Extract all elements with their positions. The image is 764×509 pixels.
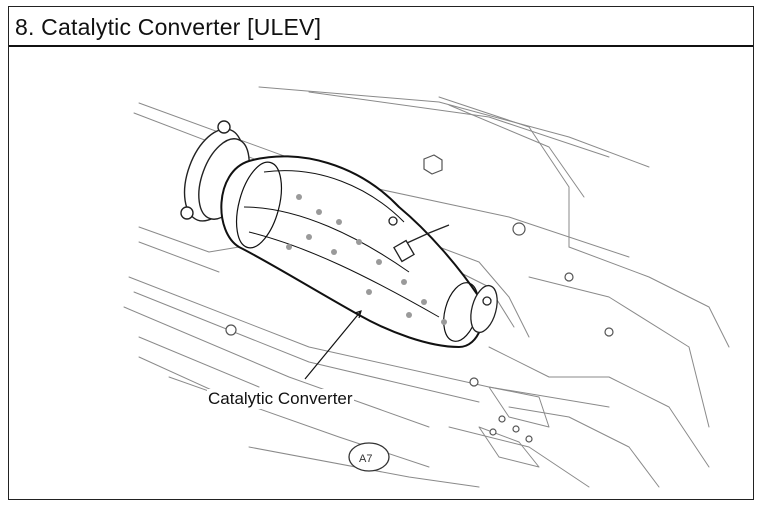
bracket-right xyxy=(438,246,530,338)
body-panel-right-2 xyxy=(448,104,585,198)
body-panel-top xyxy=(258,86,650,168)
bolt-icon xyxy=(498,415,506,423)
right-structure-4 xyxy=(508,406,660,488)
catalytic-converter-illustration: A7 xyxy=(123,86,730,488)
mount-box xyxy=(488,386,550,428)
a7-badge-icon xyxy=(348,442,390,472)
bottom-rail xyxy=(248,446,480,488)
right-structure-5 xyxy=(448,426,590,488)
bolt-icon xyxy=(604,327,614,337)
rear-flange xyxy=(470,284,498,334)
bolt-icon xyxy=(469,377,479,387)
right-structure-1 xyxy=(568,246,730,348)
bolt-icon xyxy=(512,425,520,433)
floor-line-3 xyxy=(123,306,430,428)
bolt-icon xyxy=(512,222,526,236)
right-structure-3 xyxy=(488,346,710,468)
bolt-icon xyxy=(225,324,237,336)
floor-line-1 xyxy=(128,276,610,408)
right-structure-2 xyxy=(528,276,710,428)
mount-box-2 xyxy=(478,426,540,468)
a7-badge-text: A7 xyxy=(359,453,372,465)
oxygen-sensor xyxy=(388,216,450,263)
figure-frame: 8. Catalytic Converter [ULEV] xyxy=(8,6,754,500)
diagram-area: A7 Catalytic Converter xyxy=(9,47,753,499)
title-bar: 8. Catalytic Converter [ULEV] xyxy=(9,7,753,47)
floor-line-2 xyxy=(133,291,480,403)
heat-shield-texture xyxy=(286,194,447,325)
bolt-icon xyxy=(525,435,533,443)
callout-leader xyxy=(304,310,362,380)
nut-icon xyxy=(423,154,443,175)
page-title: 8. Catalytic Converter [ULEV] xyxy=(15,14,322,40)
catalytic-converter xyxy=(220,155,484,349)
body-panel-top-2 xyxy=(308,91,610,158)
lower-panel-1 xyxy=(138,336,260,388)
cross-member xyxy=(138,226,240,253)
bolt-icon xyxy=(564,272,574,282)
bolt-icon xyxy=(489,428,497,436)
fasteners xyxy=(225,154,614,443)
cross-member-2 xyxy=(138,241,220,273)
callout-label-catalytic-converter: Catalytic Converter xyxy=(207,389,354,409)
body-panel-right xyxy=(438,96,570,248)
